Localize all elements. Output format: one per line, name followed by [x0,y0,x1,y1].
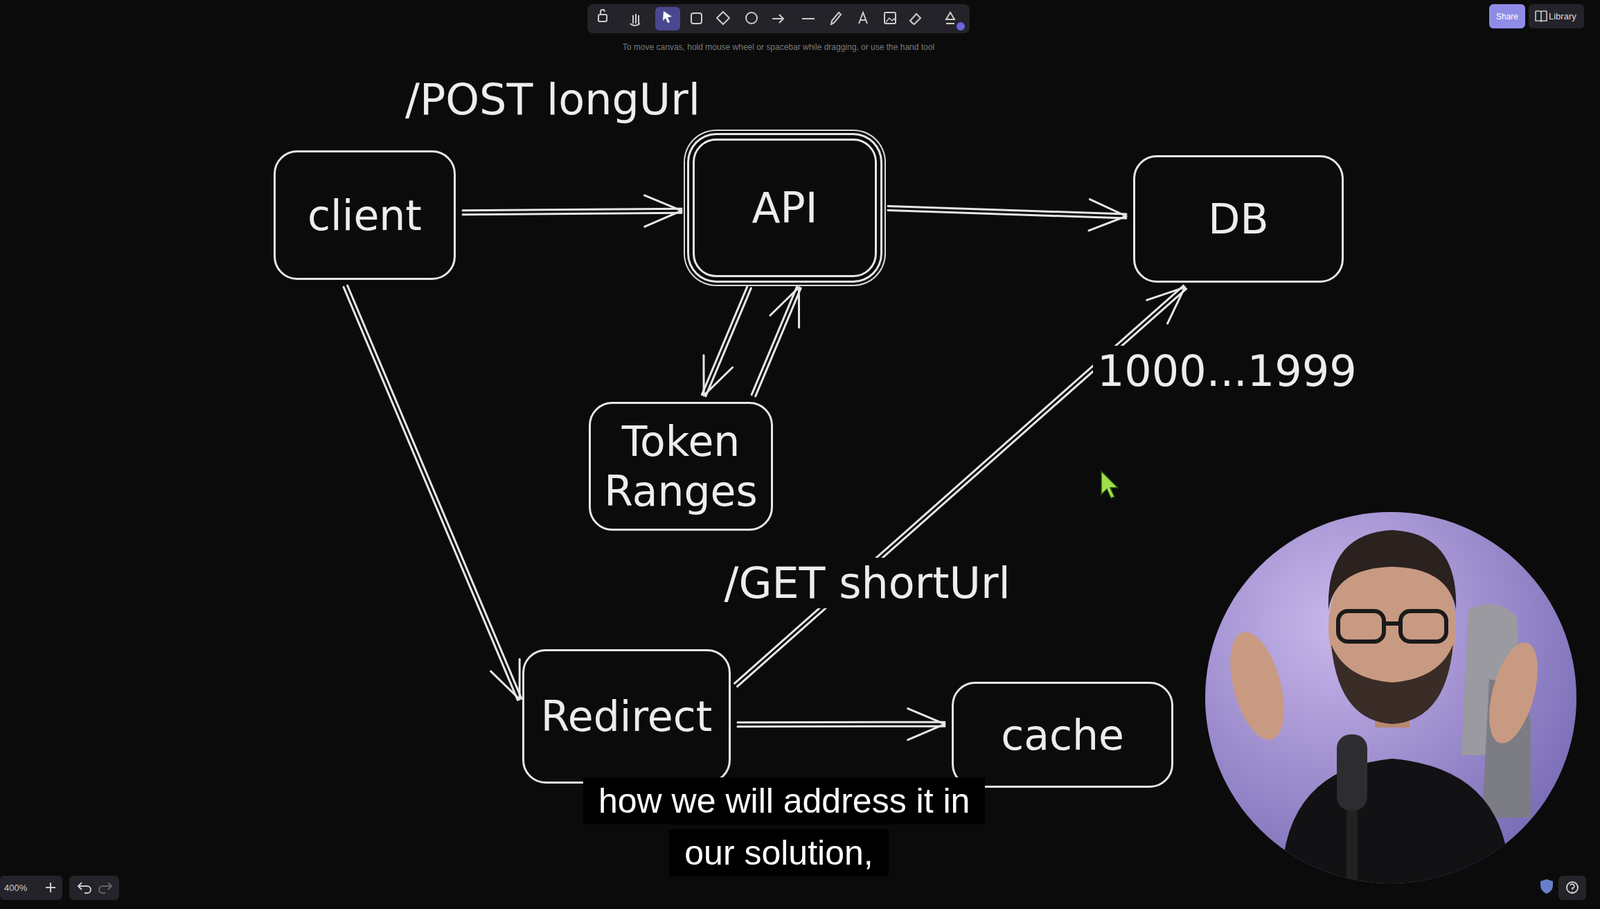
node-label: Redirect [540,691,713,742]
ui-label: Share [1489,4,1526,29]
arrow-connector [751,286,801,397]
arrow-connector [701,286,751,397]
ui-text: To move canvas, hold mouse wheel or spac… [622,42,935,52]
process-box: Token Ranges [588,401,773,531]
ui-text: Share [1496,11,1519,22]
zoom-control [0,875,63,900]
ui-label: Library [1548,4,1582,29]
process-box: client [273,150,456,280]
arrow-connector [737,708,945,740]
arrow-connector [887,199,1127,231]
arrow-connector [462,195,682,227]
subtitle-text: how we will address it in our solution, [583,777,985,877]
node-label: Token Ranges [603,416,758,517]
process-box: DB [1133,155,1344,283]
edge-label: /GET shortUrl [720,557,1015,609]
node-label: cache [1000,709,1125,760]
process-box: Redirect [522,649,731,784]
mouse-cursor [1101,470,1118,499]
node-label: client [307,190,422,241]
subtitle: how we will address it in our solution, [583,775,975,879]
node-label: DB [1207,193,1269,244]
zoom-plus [45,882,56,893]
ui-label: 400% [4,875,39,900]
process-box: cache [951,681,1174,788]
help-button [1558,875,1587,900]
ui-text: 400% [4,882,28,893]
share-button [1489,4,1526,29]
redo-icon [99,882,112,893]
arrow-connector [343,285,522,700]
shield-icon [1540,878,1553,894]
process-box: API [692,138,877,278]
edge-label: 1000...1999 [1092,345,1362,397]
library-icon [1535,11,1547,23]
ui-label: To move canvas, hold mouse wheel or spac… [587,40,970,53]
edge-label: /POST longUrl [401,74,705,125]
webcam-bubble [1205,511,1577,887]
node-label: API [752,182,819,233]
toolbar [587,4,970,34]
library-button [1528,4,1585,29]
undo-redo [69,875,120,900]
ui-text: Library [1548,11,1577,22]
help-mark [1570,883,1575,893]
undo-icon [78,882,91,893]
help-icon [1566,881,1578,893]
